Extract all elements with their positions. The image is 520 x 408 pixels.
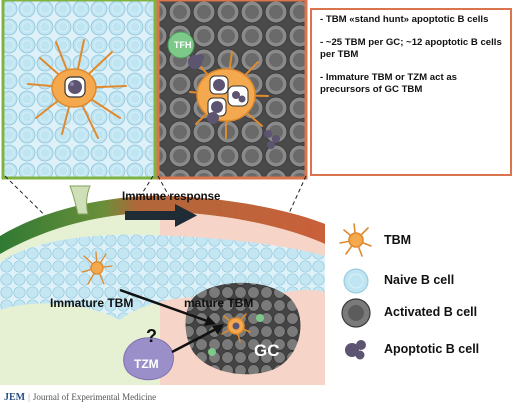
apoptotic-cell-icon bbox=[188, 54, 280, 149]
note-item: - TBM «stand hunt» apoptotic B cells bbox=[320, 14, 489, 25]
legend-apoptotic-icon bbox=[345, 340, 366, 360]
connector-right-2 bbox=[243, 175, 307, 313]
mature-tbm-label: mature TBM bbox=[184, 296, 253, 310]
arrow-immature-to-mature bbox=[119, 288, 211, 324]
immature-tbm-label: Immature TBM bbox=[50, 296, 133, 310]
immune-response-arrowhead bbox=[175, 204, 197, 227]
question-mark: ? bbox=[146, 326, 157, 346]
tfh-cell-small bbox=[256, 314, 264, 322]
tfh-label: TFH bbox=[174, 40, 192, 50]
engulfed-apoptotic-cells bbox=[207, 75, 249, 117]
gc-label: GC bbox=[254, 341, 280, 360]
tissue-scene: TZM Immune response Immature TBM mature … bbox=[0, 185, 325, 385]
immature-tbm-small bbox=[81, 251, 113, 285]
legend-apoptotic-label: Apoptotic B cell bbox=[384, 342, 480, 356]
gc-tbm-small bbox=[221, 313, 251, 343]
arrow-tzm-to-mature bbox=[171, 326, 219, 354]
tfh-cell-small bbox=[208, 348, 216, 356]
note-item: - ~25 TBM per GC; ~12 apoptotic B cells … bbox=[320, 37, 502, 60]
arrowhead bbox=[204, 316, 216, 326]
journal-logo: JEM bbox=[4, 392, 26, 403]
note-item: - Immature TBM or TZM act as precursors … bbox=[320, 72, 457, 95]
notes-box: - TBM «stand hunt» apoptotic B cells - ~… bbox=[310, 8, 512, 176]
journal-name: Journal of Experimental Medicine bbox=[32, 392, 157, 402]
legend-naive-icon bbox=[343, 268, 369, 294]
legend-naive-label: Naive B cell bbox=[384, 273, 455, 287]
apoptotic-cell-icon bbox=[64, 76, 86, 98]
legend-activated-icon bbox=[341, 298, 371, 328]
tzm-label: TZM bbox=[134, 357, 159, 371]
panel-gc-tbm: TFH bbox=[156, 0, 308, 180]
legend-activated-label: Activated B cell bbox=[384, 305, 478, 319]
immune-response-label: Immune response bbox=[122, 191, 220, 203]
legend-tbm-icon bbox=[339, 223, 372, 257]
tzm-cell-icon: TZM bbox=[123, 337, 174, 381]
immune-response-arrow-shaft bbox=[125, 211, 177, 220]
tfh-cell-icon: TFH bbox=[167, 31, 195, 59]
legend-tbm-label: TBM bbox=[384, 233, 412, 247]
arrowhead bbox=[212, 324, 224, 335]
panel-immature-tbm bbox=[1, 0, 157, 180]
journal-footer: JEM|Journal of Experimental Medicine bbox=[4, 392, 157, 403]
